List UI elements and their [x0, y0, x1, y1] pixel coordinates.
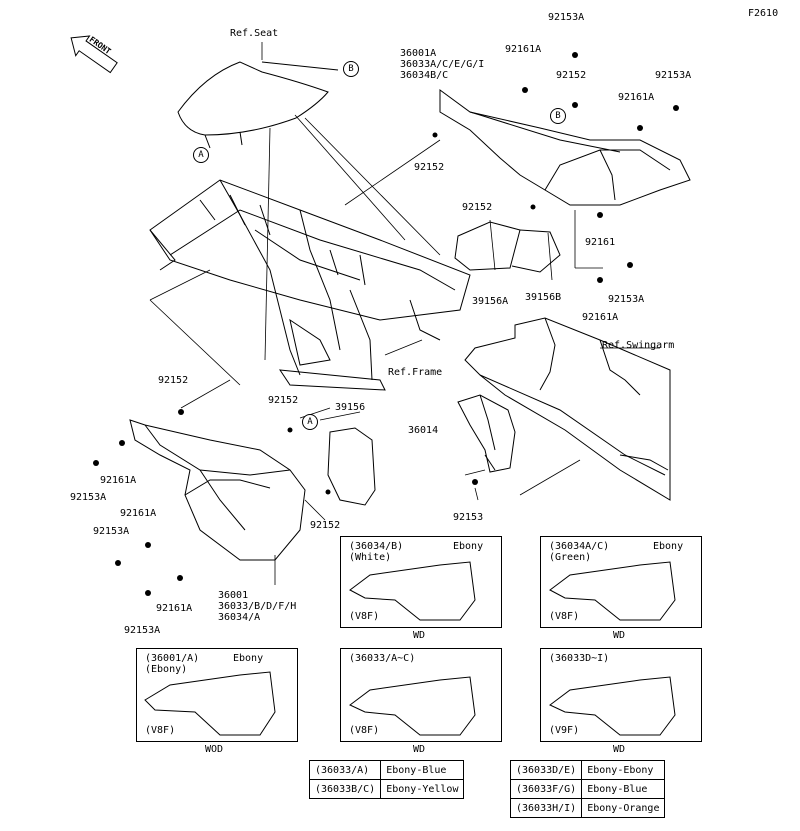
left-side-cover [129, 419, 306, 561]
frame-shape [149, 179, 471, 391]
variant-color: Ebony [233, 653, 264, 664]
variant-box: (36034A/C) (Green) Ebony (V8F) [540, 536, 702, 628]
part-92153a-bottom: 92153A [124, 625, 161, 636]
part-92152-left: 92152 [158, 375, 189, 386]
variant-model: (V8F) [549, 611, 580, 622]
legend-color: Ebony-Ebony [581, 760, 666, 780]
legend-row: (36033D/E) Ebony-Ebony [509, 760, 666, 780]
part-92152-bottom: 92152 [310, 520, 341, 531]
legend-code: (36033D/E) [509, 760, 583, 780]
part-39156: 39156 [335, 402, 366, 413]
swingarm-shape [464, 317, 671, 501]
variant-model: (V9F) [549, 725, 580, 736]
variant-color: Ebony [453, 541, 484, 552]
variant-country: WD [613, 630, 626, 641]
legend-color: Ebony-Yellow [380, 779, 465, 799]
part-92153a-lower-right: 92153A [608, 294, 645, 305]
legend-code: (36033B/C) [308, 779, 382, 799]
part-92153a-right: 92153A [655, 70, 692, 81]
legend-row: (36033B/C) Ebony-Yellow [308, 779, 465, 799]
variant-box: (36001/A) (Ebony) Ebony (V8F) [136, 648, 298, 742]
part-36014: 36014 [408, 425, 439, 436]
legend-code: (36033/A) [308, 760, 382, 780]
fastener-symbols [93, 52, 679, 596]
part-92152-upper: 92152 [414, 162, 445, 173]
variant-thumbnails [144, 561, 676, 736]
inner-panels [454, 221, 561, 273]
part-92153a-left: 92153A [70, 492, 107, 503]
part-92152-center: 92152 [268, 395, 299, 406]
part-92153a-top: 92153A [548, 12, 585, 23]
variant-box: (36033D~I) (V9F) [540, 648, 702, 742]
left-panel-39156 [327, 427, 376, 506]
legend-code: (36033F/G) [509, 779, 583, 799]
color-legend-left: (36033/A) Ebony-Blue (36033B/C) Ebony-Ye… [308, 760, 465, 799]
part-92161a-lower-right: 92161A [582, 312, 619, 323]
legend-color: Ebony-Orange [581, 798, 666, 818]
part-92161a-left2: 92161A [120, 508, 157, 519]
front-arrow-icon [70, 35, 118, 74]
variant-code: (36001/A) (Ebony) [145, 653, 200, 675]
ref-frame-label: Ref.Frame [388, 367, 443, 378]
callout-b-seat: B [343, 61, 359, 77]
variant-country: WD [613, 744, 626, 755]
legend-color: Ebony-Blue [581, 779, 666, 799]
variant-country: WD [413, 630, 426, 641]
part-92161a-left: 92161A [100, 475, 137, 486]
ref-seat-label: Ref.Seat [230, 28, 279, 39]
variant-country: WOD [205, 744, 224, 755]
callout-a-seat: A [193, 147, 209, 163]
seat-shape [177, 61, 339, 149]
part-92161a-bottom: 92161A [156, 603, 193, 614]
variant-box: (36034/B) (White) Ebony (V8F) [340, 536, 502, 628]
variant-country: WD [413, 744, 426, 755]
legend-color: Ebony-Blue [380, 760, 465, 780]
ref-swingarm-label: Ref.Swingarm [602, 340, 675, 351]
part-36001a-group: 36001A 36033A/C/E/G/I 36034B/C [400, 48, 485, 81]
part-36001-group: 36001 36033/B/D/F/H 36034/A [218, 590, 297, 623]
legend-row: (36033/A) Ebony-Blue [308, 760, 465, 780]
right-side-cover [439, 89, 691, 206]
legend-row: (36033H/I) Ebony-Orange [509, 798, 666, 818]
callout-b-cover: B [550, 108, 566, 124]
part-92161-mid: 92161 [585, 237, 616, 248]
color-legend-right: (36033D/E) Ebony-Ebony (36033F/G) Ebony-… [509, 760, 666, 818]
legend-code: (36033H/I) [509, 798, 583, 818]
variant-code: (36034/B) (White) [349, 541, 404, 563]
variant-model: (V8F) [145, 725, 176, 736]
part-92152-mid: 92152 [462, 202, 493, 213]
part-39156a: 39156A [472, 296, 509, 307]
part-92152-top: 92152 [556, 70, 587, 81]
chain-guard [457, 394, 516, 473]
variant-model: (V8F) [349, 725, 380, 736]
callout-a-left: A [302, 414, 318, 430]
variant-color: Ebony [653, 541, 684, 552]
variant-code: (36033/A~C) [349, 653, 416, 664]
variant-code: (36034A/C) (Green) [549, 541, 610, 563]
part-39156b: 39156B [525, 292, 562, 303]
variant-code: (36033D~I) [549, 653, 610, 664]
part-92161a-top: 92161A [505, 44, 542, 55]
variant-model: (V8F) [349, 611, 380, 622]
figure-code: F2610 [748, 8, 779, 19]
variant-box: (36033/A~C) (V8F) [340, 648, 502, 742]
part-92153a-left2: 92153A [93, 526, 130, 537]
legend-row: (36033F/G) Ebony-Blue [509, 779, 666, 799]
part-92161a-right: 92161A [618, 92, 655, 103]
leader-lines [149, 42, 660, 585]
part-92153-bottom: 92153 [453, 512, 484, 523]
